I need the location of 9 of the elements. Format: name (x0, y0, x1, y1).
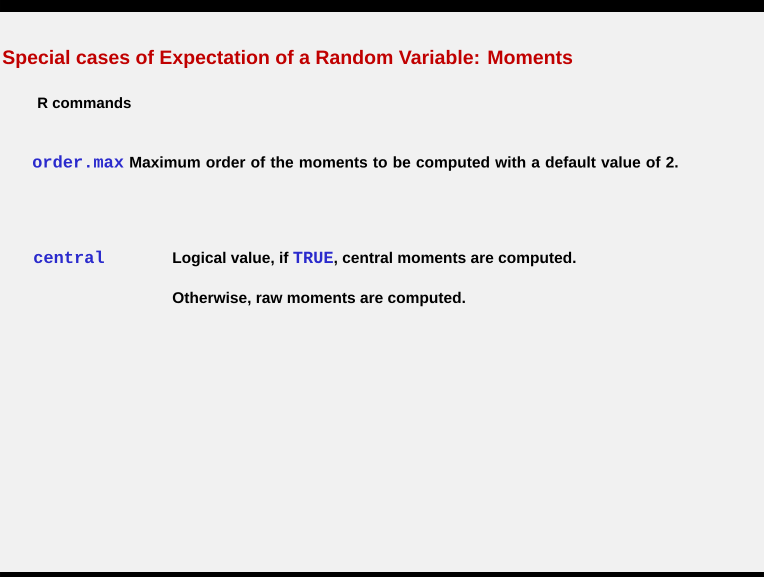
description: Maximum order of the moments to be computed with a default value of 2. (130, 156, 678, 171)
description: Logical value, if (173, 252, 289, 266)
description: Otherwise, raw moments are computed. (172, 292, 465, 306)
keyword: TRUE (293, 252, 333, 264)
description: , central moments are computed. (334, 252, 576, 266)
heading: R commands (38, 97, 131, 108)
command-name: central (34, 250, 104, 264)
command-name: order.max (32, 155, 124, 168)
slide-title: Special cases of Expectation of a Random Variable: Moments (2, 50, 572, 68)
